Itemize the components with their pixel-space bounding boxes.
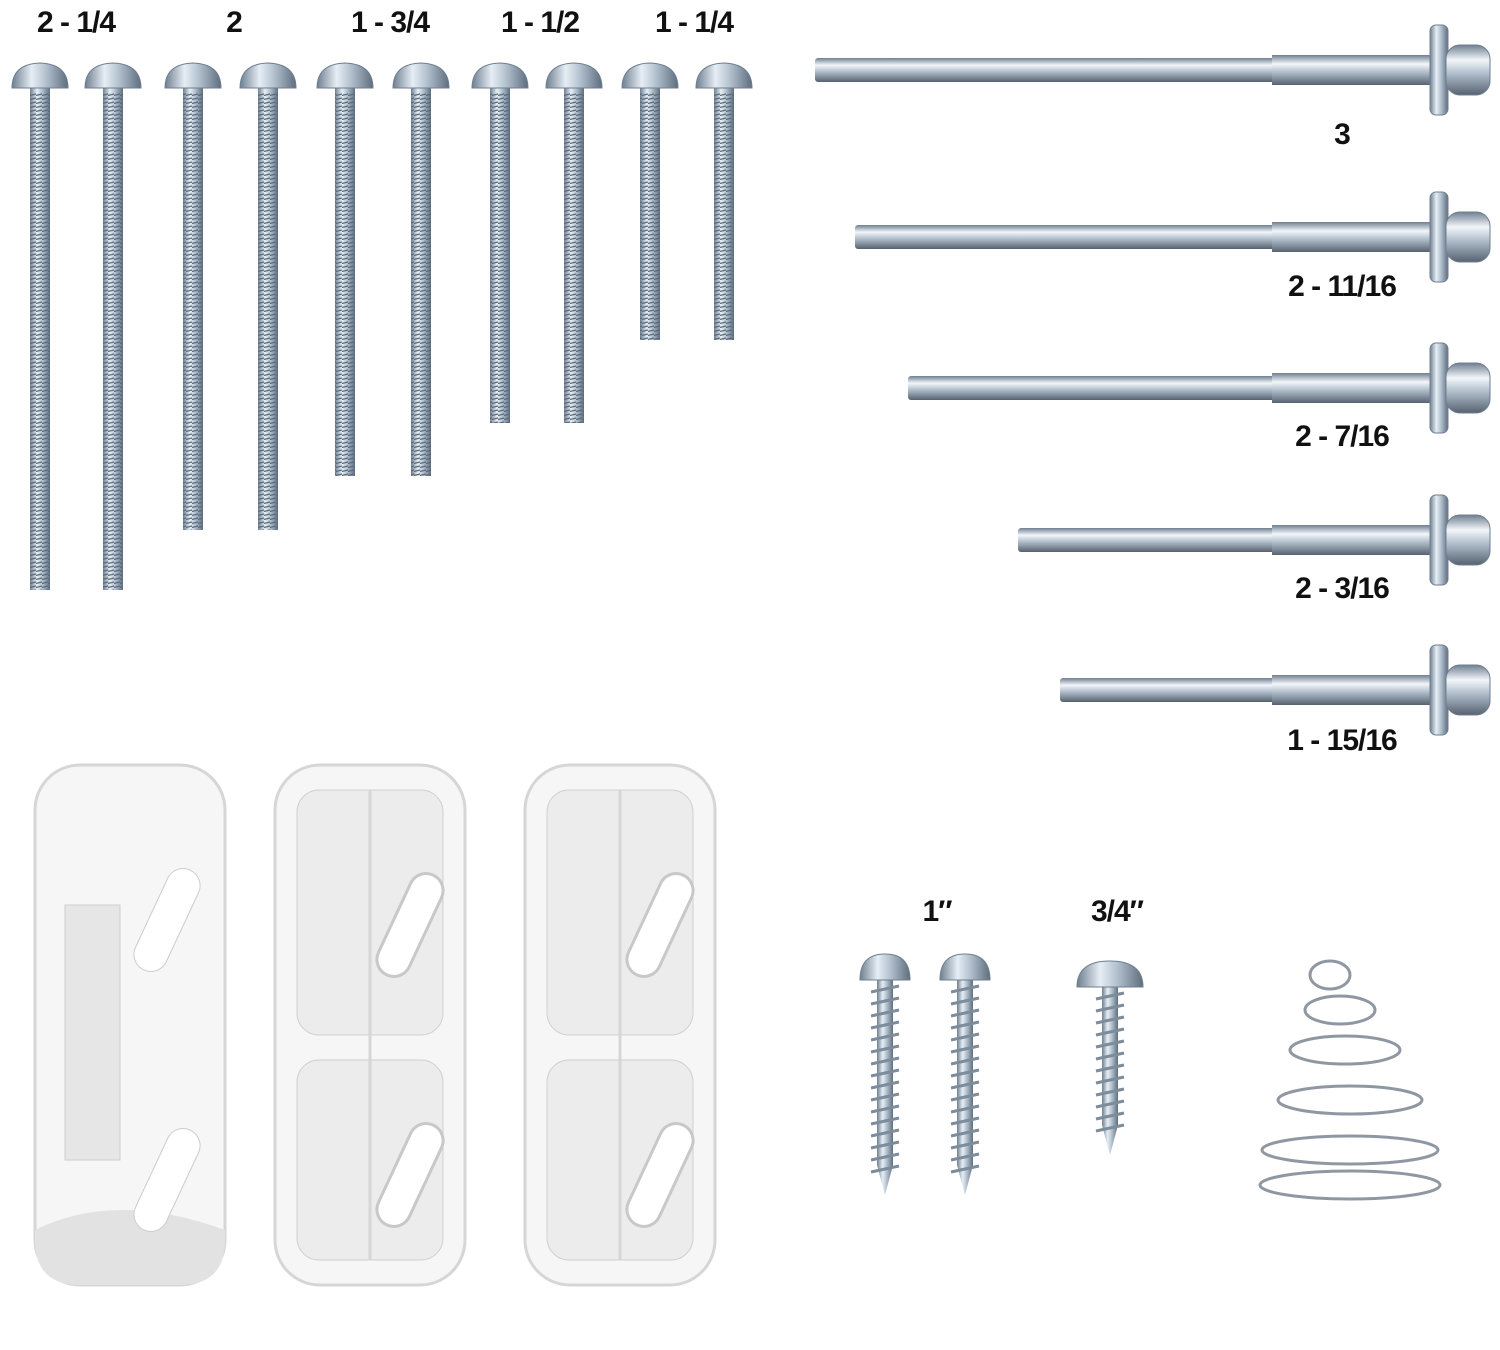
- plastic-blocks: [33, 763, 717, 1287]
- screw-label-2: 2: [226, 6, 243, 39]
- machine-screw: [695, 62, 753, 340]
- plastic-block-front: [33, 763, 227, 1287]
- cam-pin: [1018, 494, 1491, 586]
- cam-pin: [855, 191, 1491, 283]
- machine-screw: [239, 62, 297, 530]
- screw-label-2-1-4: 2 - 1/4: [36, 6, 116, 39]
- pin-label-2-3-16: 2 - 3/16: [1295, 572, 1390, 605]
- screw-label-1-1-2: 1 - 1/2: [500, 6, 580, 39]
- cam-pin: [815, 24, 1491, 116]
- wood-screw: [1076, 960, 1144, 1155]
- plastic-block-back: [523, 763, 717, 1287]
- wood-screws: [859, 953, 1144, 1195]
- screw-label-1-3-4: 1 - 3/4: [350, 6, 430, 39]
- cam-pins: [815, 24, 1491, 736]
- wood-screw: [939, 953, 991, 1195]
- machine-screw: [392, 62, 450, 476]
- spring: [1258, 959, 1442, 1201]
- pin-label-1-15-16: 1 - 15/16: [1287, 724, 1397, 757]
- cam-pin: [1060, 644, 1491, 736]
- machine-screws: [11, 62, 753, 590]
- wood-screw: [859, 953, 911, 1195]
- machine-screw: [621, 62, 679, 340]
- machine-screw: [316, 62, 374, 476]
- plastic-block-back: [273, 763, 467, 1287]
- machine-screw: [84, 62, 142, 590]
- wood-screw-label-1in: 1″: [922, 895, 952, 928]
- machine-screw: [164, 62, 222, 530]
- pin-label-2-7-16: 2 - 7/16: [1295, 420, 1390, 453]
- pin-label-2-11-16: 2 - 11/16: [1288, 270, 1397, 303]
- machine-screw: [11, 62, 69, 590]
- screw-label-1-1-4: 1 - 1/4: [654, 6, 734, 39]
- pin-label-3: 3: [1334, 118, 1351, 151]
- spring-coil: [1258, 959, 1442, 1201]
- cam-pin: [908, 342, 1491, 434]
- wood-screw-label-3-4in: 3/4″: [1090, 895, 1144, 928]
- machine-screw: [471, 62, 529, 423]
- machine-screw: [545, 62, 603, 423]
